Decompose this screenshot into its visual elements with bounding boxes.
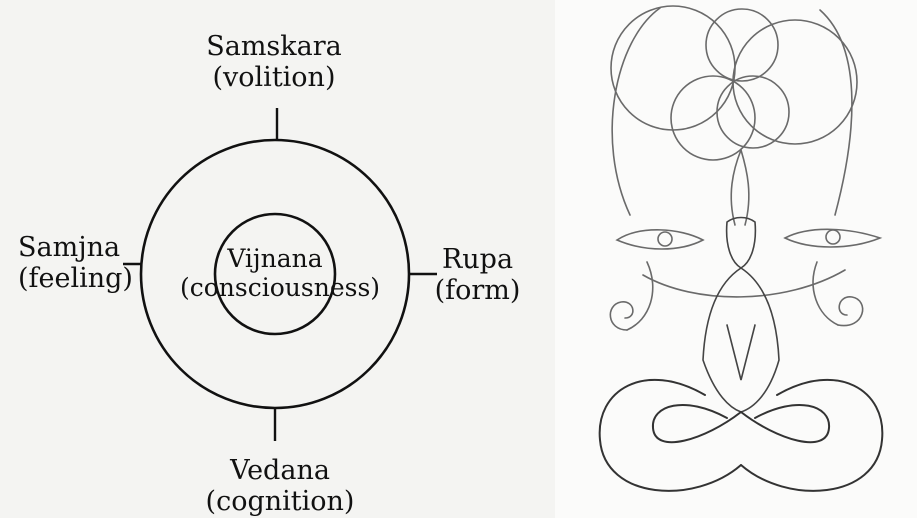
- vedana-gloss: (cognition): [200, 486, 360, 517]
- sketch-flame: [731, 150, 749, 225]
- sketch-circle-top-center: [706, 9, 778, 81]
- sketch-circle-mid-right: [717, 76, 789, 148]
- rupa-name: Rupa: [430, 244, 525, 275]
- vijnana-name: Vijnana: [200, 244, 350, 273]
- sketch-legs: [653, 405, 741, 442]
- meditating-figure-sketch: [555, 0, 917, 518]
- samskara-name: Samskara: [190, 31, 358, 62]
- sketch-tendril-left: [627, 262, 653, 330]
- sketch-arc-right: [820, 10, 852, 215]
- label-top: Samskara (volition): [190, 31, 358, 93]
- sketch-arc-left: [612, 8, 660, 215]
- sketch-torso: [703, 268, 779, 412]
- sketch-circle-mid-left: [671, 76, 755, 160]
- sketch-legs-right: [741, 405, 829, 442]
- label-right: Rupa (form): [430, 244, 525, 306]
- vedana-name: Vedana: [200, 455, 360, 486]
- sketch-spiral-right: [838, 297, 863, 326]
- sketch-hands: [727, 325, 755, 380]
- label-center: Vijnana (consciousness): [200, 244, 350, 302]
- sketch-head: [727, 218, 756, 269]
- sketch-pupil-left: [658, 232, 672, 246]
- sketch-eye-left: [617, 230, 703, 249]
- sketch-circle-top-right: [733, 20, 857, 144]
- sketch-lotus-left: [600, 380, 741, 491]
- label-left: Samjna (feeling): [18, 232, 136, 294]
- skandha-diagram-panel: Samskara (volition) Samjna (feeling) Vij…: [0, 0, 555, 518]
- vijnana-gloss: (consciousness): [180, 273, 370, 302]
- label-bottom: Vedana (cognition): [200, 455, 360, 517]
- sketch-tendril-right: [813, 262, 838, 325]
- sketch-panel: [555, 0, 917, 518]
- samskara-gloss: (volition): [190, 62, 358, 93]
- sketch-spiral-left: [610, 302, 633, 330]
- rupa-gloss: (form): [430, 275, 525, 306]
- samjna-gloss: (feeling): [18, 263, 136, 294]
- samjna-name: Samjna: [18, 232, 136, 263]
- sketch-pupil-right: [826, 230, 840, 244]
